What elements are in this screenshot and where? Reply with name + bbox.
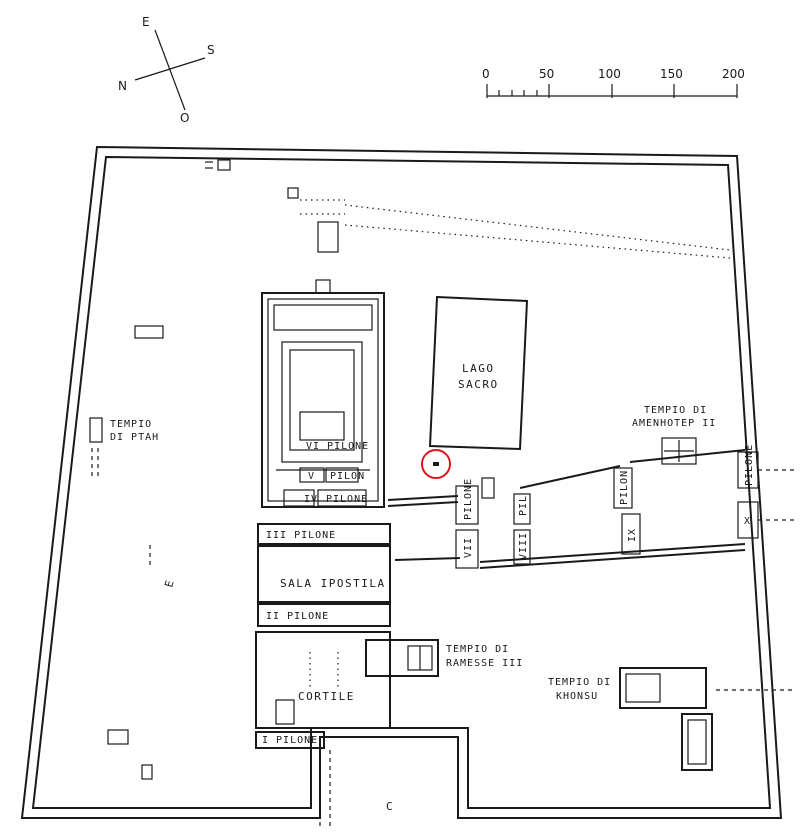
label-tempio-ptah-1: TEMPIO: [110, 419, 152, 430]
inner-sanctuary-complex: [261, 279, 385, 508]
compass-east-label: E: [142, 15, 150, 29]
label-pilone-vii-num: VII: [463, 537, 474, 558]
highlight-marker: [421, 449, 451, 479]
scale-tick-0: 0: [482, 67, 490, 81]
temple-ptah-structure: [89, 417, 103, 480]
scale-tick-100: 100: [598, 67, 621, 81]
temple-ramesse-structure: [365, 639, 439, 677]
pylon-ix: [613, 467, 641, 555]
label-pilone-iii: III PILONE: [266, 530, 336, 541]
label-pilone-ix-word: PILON: [619, 470, 630, 505]
label-tempio-amenhotep-1: TEMPIO DI: [644, 405, 707, 416]
temple-khonsu-structure: [619, 667, 796, 771]
enclosure-wall: [20, 145, 783, 819]
label-pilone-x-word: PILONE: [744, 444, 755, 486]
label-pilone-v-word: PILON: [330, 471, 365, 482]
label-pilone-ix-num: IX: [627, 528, 638, 542]
dotted-avenue: [287, 187, 731, 259]
sacred-lake: [428, 295, 529, 451]
pylon-x: [737, 451, 798, 539]
label-pilone-viii-num: VIII: [518, 532, 529, 560]
scale-bar: 0 50 100 150 200: [482, 67, 745, 98]
label-pilone-viii-word: PIL: [518, 495, 529, 516]
main-temple-axis: [255, 523, 391, 830]
label-pilone-iv-num: IV: [304, 494, 318, 505]
label-sala-ipostila: SALA IPOSTILA: [280, 577, 386, 590]
label-tempio-ptah-2: DI PTAH: [110, 432, 159, 443]
scale-tick-50: 50: [539, 67, 554, 81]
compass-north-label: N: [118, 79, 127, 93]
label-letter-e: E: [162, 578, 177, 589]
label-tempio-khonsu-1: TEMPIO DI: [548, 677, 611, 688]
label-lago: LAGO: [462, 362, 495, 375]
scale-tick-150: 150: [660, 67, 683, 81]
label-pilone-v-num: V: [308, 471, 315, 482]
label-pilone-iv-word: PILONE: [326, 494, 368, 505]
pylon-viii: [513, 493, 531, 565]
label-cortile: CORTILE: [298, 690, 355, 703]
south-processional-walls: [387, 449, 746, 569]
pylon-vii: [455, 477, 495, 569]
label-tempio-ramesse-2: RAMESSE III: [446, 658, 523, 669]
label-tempio-amenhotep-2: AMENHOTEP II: [632, 418, 716, 429]
compass-west-label: O: [180, 111, 189, 125]
label-tempio-khonsu-2: KHONSU: [556, 691, 598, 702]
compass-rose: E S N O: [118, 15, 215, 125]
label-pilone-i: I PILONE: [262, 735, 318, 746]
small-structure-top: [205, 159, 231, 171]
label-pilone-vi: VI PILONE: [306, 441, 369, 452]
label-pilone-x-num: X: [744, 516, 751, 527]
label-sacro: SACRO: [458, 378, 499, 391]
label-pilone-ii: II PILONE: [266, 611, 329, 622]
temple-amenhotep-structure: [661, 437, 697, 465]
scale-tick-200: 200: [722, 67, 745, 81]
small-chapel-left: [134, 325, 164, 339]
small-details-left: [107, 545, 153, 780]
label-pilone-vii-word: PILONE: [463, 478, 474, 520]
label-letter-c: C: [386, 800, 394, 813]
label-tempio-ramesse-1: TEMPIO DI: [446, 644, 509, 655]
compass-south-label: S: [207, 43, 215, 57]
